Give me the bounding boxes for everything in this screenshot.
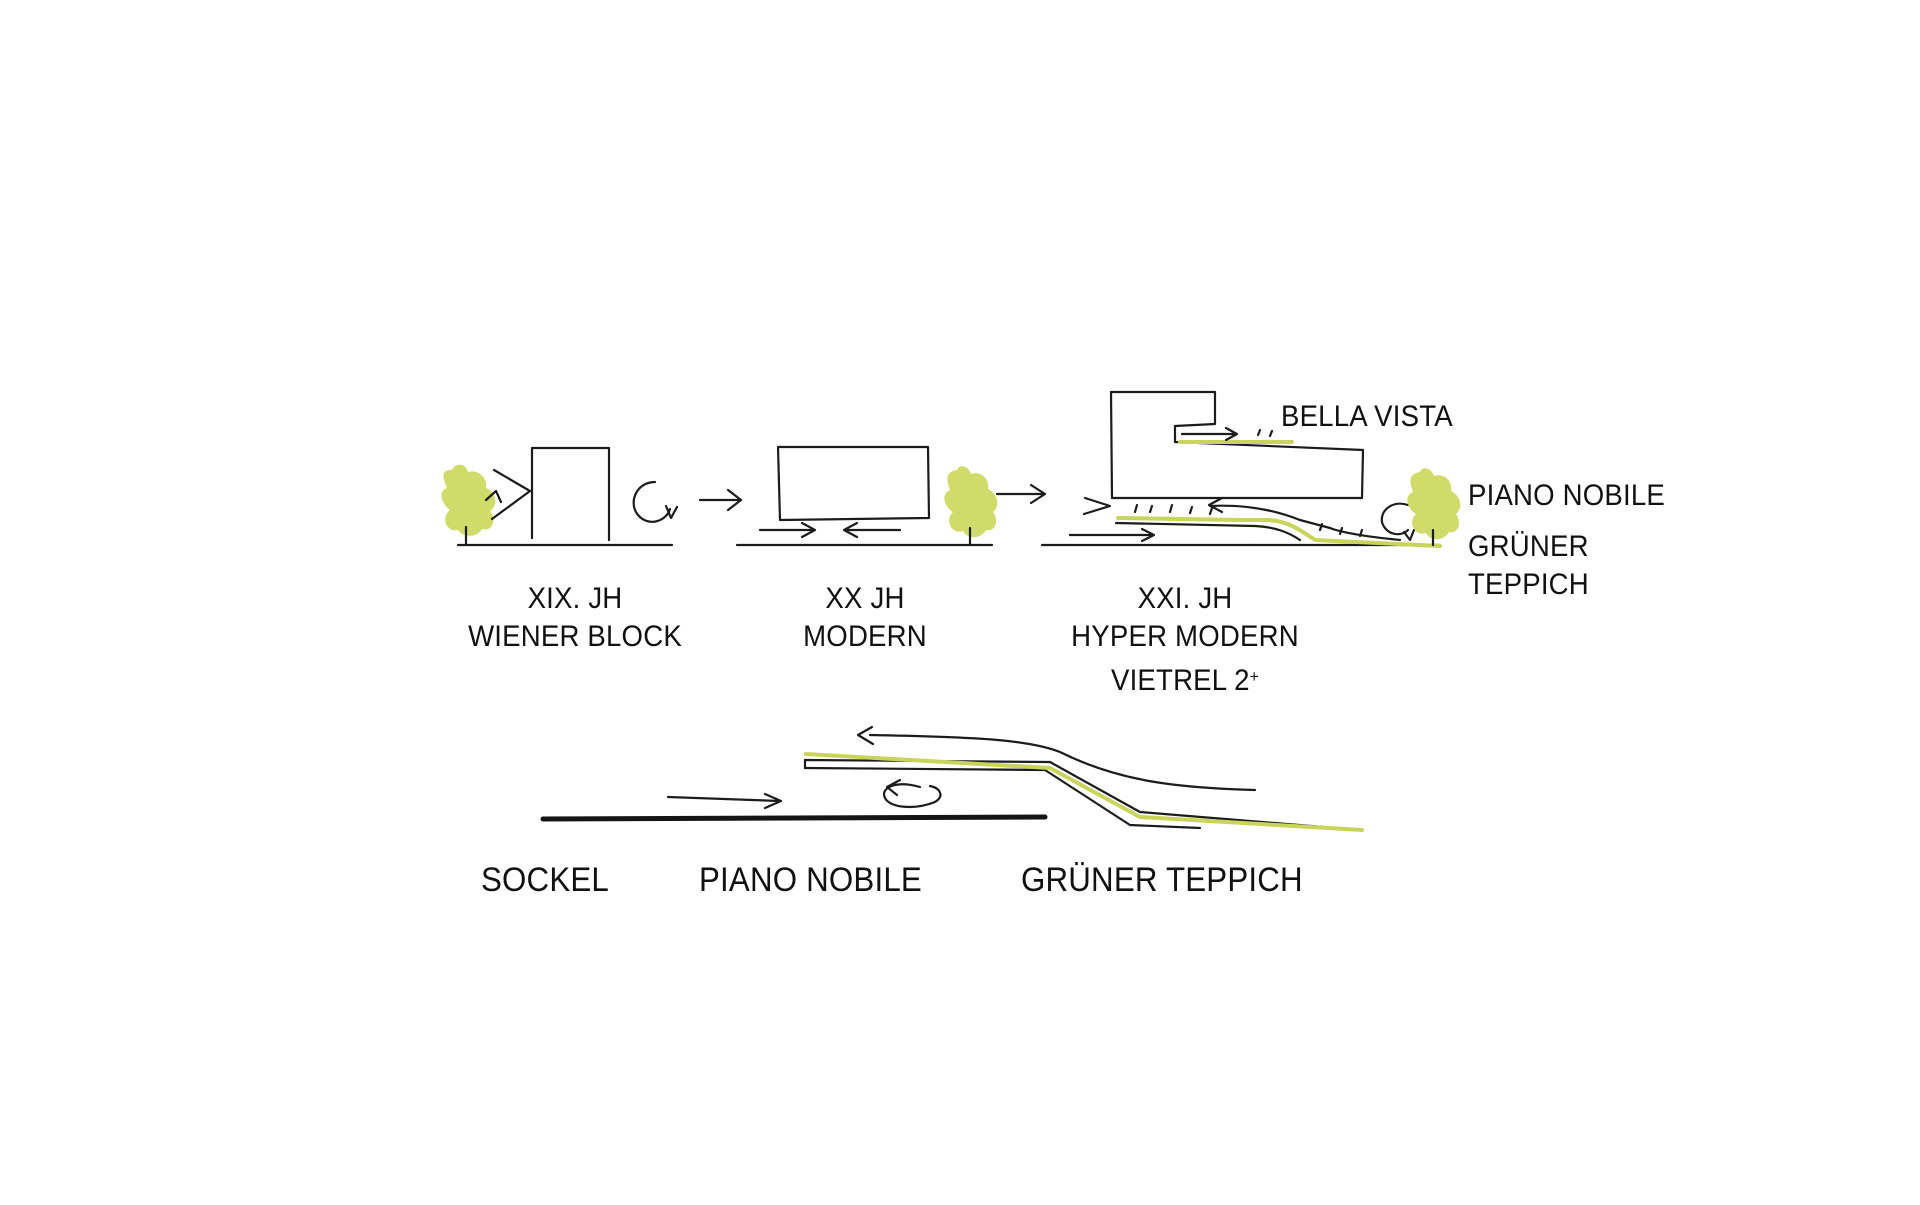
stage-1-type: WIENER BLOCK <box>468 620 682 653</box>
stage-3-project: VIETREL 2+ <box>1110 664 1260 697</box>
sockel-label: SOCKEL <box>481 861 610 899</box>
piano-nobile-deck <box>803 758 1362 832</box>
sockel-ground-line <box>540 814 1048 822</box>
rotate-arrow-icon <box>882 783 942 808</box>
bella-vista-label: BELLA VISTA <box>1281 400 1453 433</box>
tree-icon <box>441 464 496 547</box>
rotate-arrow-icon <box>1380 502 1410 536</box>
return-arrow-icon <box>856 725 875 746</box>
stage-1-label: XIX. JH WIENER BLOCK <box>451 580 699 656</box>
grass-ticks <box>1133 428 1364 538</box>
flow-arrow-icon <box>842 521 902 539</box>
flow-arrow-icon <box>666 792 783 810</box>
gruner-teppich-label: GRÜNER TEPPICH <box>1468 530 1589 601</box>
green-carpet-layer <box>804 752 1364 832</box>
stage-2-era: XX JH <box>825 582 905 615</box>
stage-1-era: XIX. JH <box>527 582 623 615</box>
tree-icon <box>1407 468 1461 547</box>
stage-3-era: XXI. JH <box>1137 582 1233 615</box>
stage-3-label: XXI. JH HYPER MODERN VIETREL 2+ <box>1061 580 1309 700</box>
transition-arrow-icon <box>698 488 743 512</box>
section-piano-nobile-label: PIANO NOBILE <box>699 861 922 899</box>
stage-3-sketch <box>1040 390 1461 548</box>
stage-2-sketch <box>735 445 1047 547</box>
piano-nobile-label: PIANO NOBILE <box>1468 479 1666 512</box>
stage-3-type: HYPER MODERN <box>1071 620 1299 653</box>
rotate-arrow-icon <box>632 480 672 523</box>
green-carpet-ramp <box>1116 516 1442 548</box>
section-sketch <box>540 725 1364 832</box>
flow-arrow-icon <box>758 521 817 539</box>
section-gruner-teppich-label: GRÜNER TEPPICH <box>1021 861 1303 899</box>
stage-2-label: XX JH MODERN <box>750 580 980 656</box>
hyper-building <box>1109 390 1365 500</box>
block-building <box>530 446 611 542</box>
stage-1-sketch <box>441 446 743 547</box>
entry-arrow-icon <box>1082 496 1112 516</box>
entry-arrow-icon <box>490 468 532 521</box>
modern-building <box>776 445 931 522</box>
transition-arrow-icon <box>995 483 1047 505</box>
stage-2-type: MODERN <box>803 620 927 653</box>
return-path <box>868 733 1257 792</box>
tree-icon <box>944 466 998 547</box>
